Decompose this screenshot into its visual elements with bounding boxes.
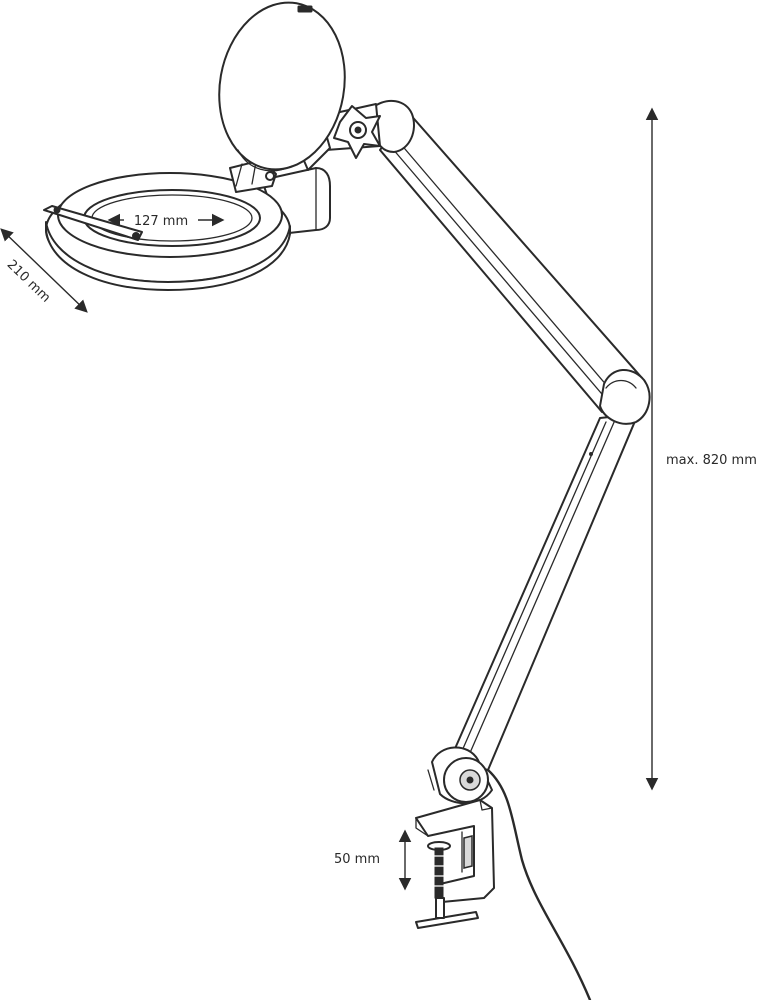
clamp-opening-label: 50 mm [334, 852, 380, 867]
table-clamp [415, 799, 495, 929]
lower-arm [449, 413, 639, 771]
lens-cover [218, 1, 346, 172]
max-height-label: max. 820 mm [666, 453, 757, 468]
magnifier-head [43, 119, 331, 291]
base-joint [427, 746, 493, 805]
adjustment-knob [333, 105, 381, 159]
clamp-screw [415, 841, 479, 929]
dimension-max-height: max. 820 mm [645, 107, 759, 791]
handle [43, 205, 143, 241]
dimension-lens-diameter: 127 mm [107, 213, 225, 229]
dimension-clamp-opening: 50 mm [334, 829, 412, 891]
lens-diameter-label: 127 mm [134, 214, 188, 229]
power-cord [486, 768, 592, 1000]
head-width-label: 210 mm [4, 257, 53, 305]
elbow-joint [599, 369, 651, 425]
upper-arm [379, 111, 643, 413]
